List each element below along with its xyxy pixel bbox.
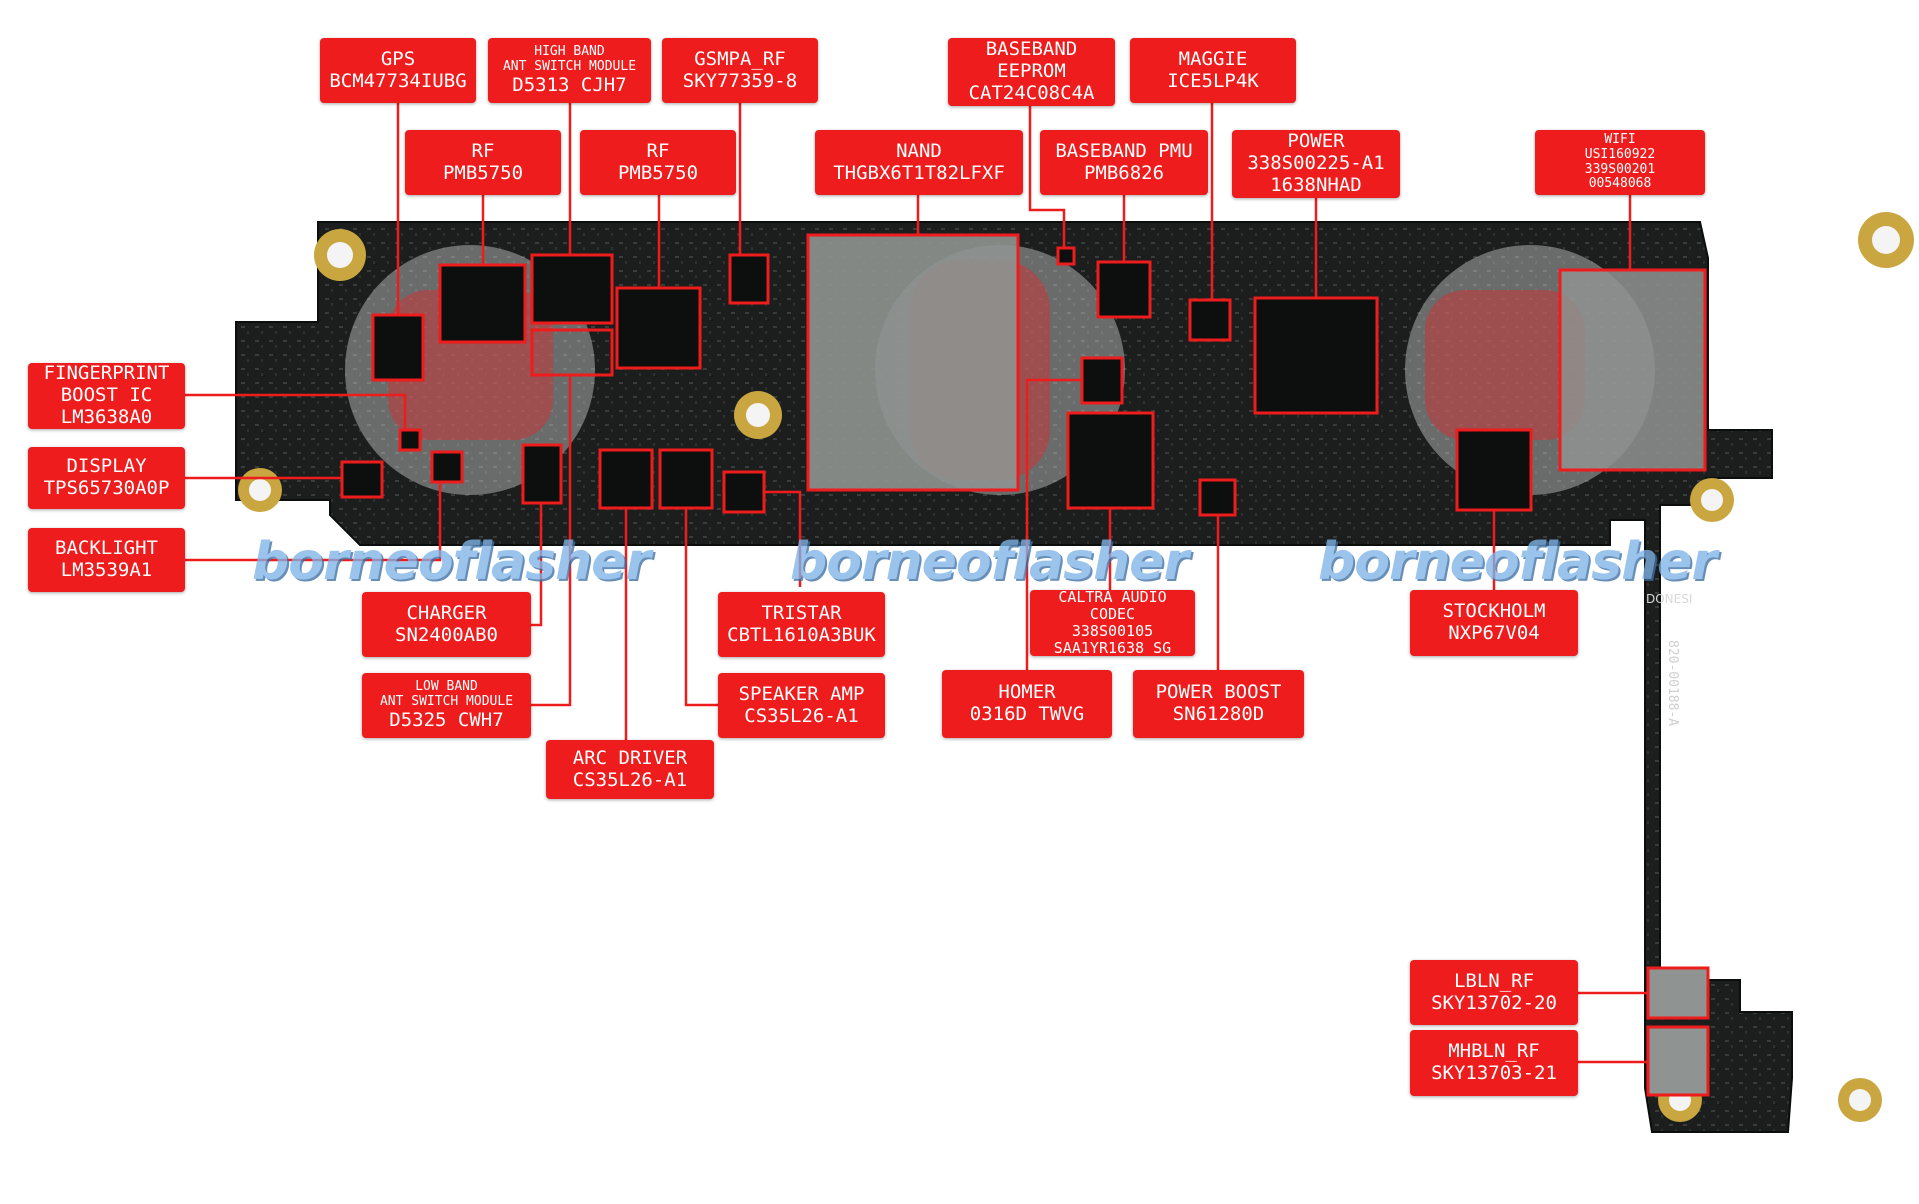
nand-highlight xyxy=(806,233,1020,492)
backlight-leader xyxy=(185,482,442,562)
charger-leader xyxy=(531,503,543,627)
wifi-highlight xyxy=(1558,268,1707,472)
speaker-amp-leader xyxy=(684,508,718,707)
maggie-highlight xyxy=(1188,298,1232,342)
lbln-shield xyxy=(1648,968,1708,1018)
watermark-text: borneoflasher xyxy=(1318,532,1717,592)
component-chips xyxy=(341,247,1532,516)
nand-shield xyxy=(808,235,1018,490)
mounting-pads xyxy=(238,212,1914,1122)
gsmpa-highlight xyxy=(728,253,770,305)
homer-leader xyxy=(1025,378,1082,670)
leader-lines xyxy=(185,103,1648,1064)
fingerprint-leader xyxy=(185,393,407,430)
display-highlight xyxy=(340,460,384,499)
high-band-highlight xyxy=(530,253,614,325)
low-band-highlight xyxy=(530,328,614,377)
component-highlights xyxy=(340,233,1710,1097)
fingerprint-highlight xyxy=(398,428,422,452)
board-part-code: 820-00188-A xyxy=(1665,640,1680,727)
wifi-shield xyxy=(1560,270,1705,470)
mhbln-shield xyxy=(1648,1027,1708,1095)
eeprom-highlight xyxy=(1056,246,1076,266)
board-corner-text: DONESI xyxy=(1646,592,1693,606)
watermark-text: borneoflasher xyxy=(252,532,651,592)
eeprom-leader xyxy=(1028,103,1066,248)
tristar-leader xyxy=(764,490,802,587)
watermark-text: borneoflasher xyxy=(790,532,1189,592)
backlight-highlight xyxy=(430,450,464,484)
low-band-leader xyxy=(531,375,572,707)
